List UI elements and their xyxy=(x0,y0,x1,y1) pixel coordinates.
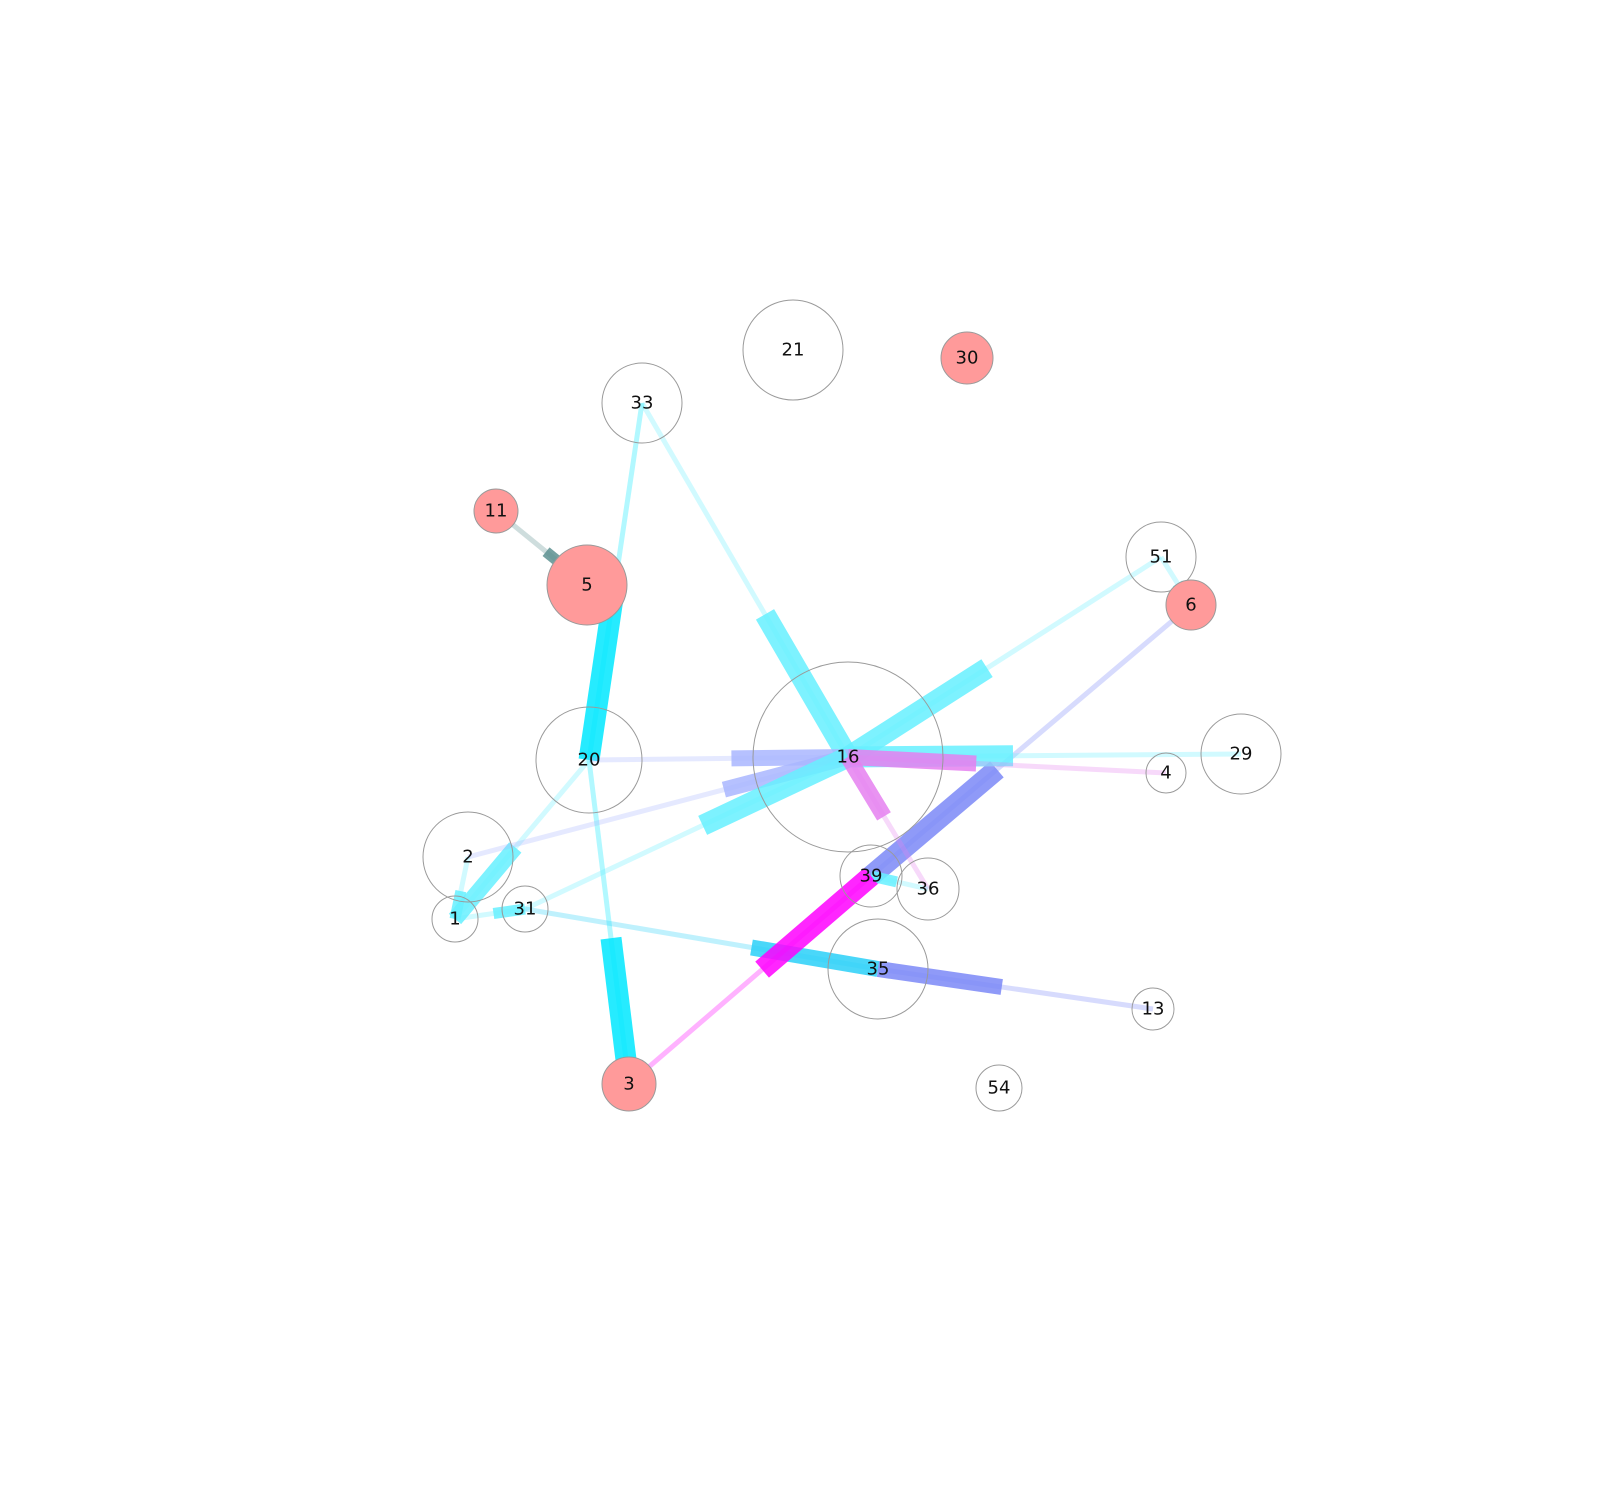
node-30[interactable]: 30 xyxy=(940,331,994,385)
node-label: 20 xyxy=(578,750,601,771)
node-circle xyxy=(742,299,844,401)
node-label: 3 xyxy=(623,1074,634,1095)
node-circle xyxy=(1165,579,1217,631)
edge-layer xyxy=(448,401,1242,1086)
node-label: 1 xyxy=(449,909,460,930)
edge-arrow-20-1 xyxy=(448,842,522,925)
node-31[interactable]: 31 xyxy=(501,885,549,933)
node-circle xyxy=(473,488,519,534)
node-39[interactable]: 39 xyxy=(839,844,903,908)
node-circle xyxy=(752,661,944,853)
edge-arrow-6-39 xyxy=(864,761,1004,885)
node-circle xyxy=(601,1056,657,1112)
node-label: 6 xyxy=(1185,595,1196,616)
node-circle xyxy=(501,885,549,933)
node-16[interactable]: 16 xyxy=(752,661,944,853)
node-13[interactable]: 13 xyxy=(1131,987,1175,1031)
node-circle xyxy=(1200,713,1282,795)
node-2[interactable]: 2 xyxy=(422,811,514,903)
node-label: 29 xyxy=(1230,744,1253,765)
node-label: 13 xyxy=(1142,999,1165,1020)
node-54[interactable]: 54 xyxy=(975,1064,1023,1112)
node-20[interactable]: 20 xyxy=(535,706,643,814)
node-33[interactable]: 33 xyxy=(601,362,683,444)
edge-arrow-31-16 xyxy=(698,747,853,835)
node-29[interactable]: 29 xyxy=(1200,713,1282,795)
node-4[interactable]: 4 xyxy=(1145,752,1187,794)
edge-arrow-2-1 xyxy=(449,889,467,921)
node-11[interactable]: 11 xyxy=(473,488,519,534)
edge-arrow-36-16 xyxy=(841,752,891,821)
edge-arrow-3-39 xyxy=(755,868,878,978)
node-label: 33 xyxy=(631,393,654,414)
node-label: 16 xyxy=(837,747,860,768)
node-circle xyxy=(839,844,903,908)
node-1[interactable]: 1 xyxy=(431,895,479,943)
edge-arrow-33-16 xyxy=(755,609,858,763)
node-label: 35 xyxy=(867,959,890,980)
node-circle xyxy=(1145,752,1187,794)
edge-arrow-13-35 xyxy=(876,961,1003,995)
node-label: 4 xyxy=(1160,763,1171,784)
node-label: 11 xyxy=(485,501,508,522)
node-label: 54 xyxy=(988,1078,1011,1099)
node-label: 21 xyxy=(782,340,805,361)
node-6[interactable]: 6 xyxy=(1165,579,1217,631)
node-label: 5 xyxy=(581,575,592,596)
edge-arrow-33-20 xyxy=(578,597,624,762)
edge-arrow-51-16 xyxy=(842,659,993,766)
node-circle xyxy=(1125,521,1197,593)
node-35[interactable]: 35 xyxy=(827,918,929,1020)
node-circle xyxy=(431,895,479,943)
node-circle xyxy=(422,811,514,903)
edge-arrow-4-16 xyxy=(847,749,977,772)
node-circle xyxy=(975,1064,1023,1112)
edge-arrow-1-31 xyxy=(492,903,526,919)
node-circle xyxy=(1131,987,1175,1031)
node-label: 36 xyxy=(917,879,940,900)
node-circle xyxy=(827,918,929,1020)
node-circle xyxy=(896,857,960,921)
node-21[interactable]: 21 xyxy=(742,299,844,401)
node-5[interactable]: 5 xyxy=(546,544,628,626)
node-circle xyxy=(535,706,643,814)
node-label: 2 xyxy=(462,847,473,868)
node-51[interactable]: 51 xyxy=(1125,521,1197,593)
edge-arrow-36-39 xyxy=(869,870,898,888)
node-label: 30 xyxy=(956,348,979,369)
node-circle xyxy=(940,331,994,385)
node-circle xyxy=(546,544,628,626)
node-label: 31 xyxy=(514,899,537,920)
node-3[interactable]: 3 xyxy=(601,1056,657,1112)
node-36[interactable]: 36 xyxy=(896,857,960,921)
node-circle xyxy=(601,362,683,444)
node-label: 39 xyxy=(860,866,883,887)
node-label: 51 xyxy=(1150,547,1173,568)
